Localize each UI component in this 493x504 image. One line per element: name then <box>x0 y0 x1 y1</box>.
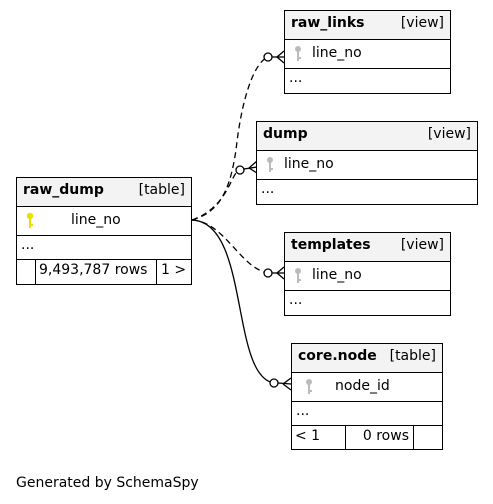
table-name: templates <box>291 237 371 253</box>
table-templates[interactable]: templates [view] line_no ... <box>284 232 451 316</box>
table-header: raw_dump [table] <box>17 178 191 207</box>
crowfoot-raw-links <box>263 50 285 64</box>
crowfoot-dump <box>235 160 258 175</box>
table-raw-links[interactable]: raw_links [view] line_no ... <box>284 10 451 94</box>
table-header: core.node [table] <box>292 344 442 373</box>
foreign-key-icon <box>295 268 301 283</box>
table-name: core.node <box>298 348 377 364</box>
more-columns: ... <box>17 236 191 260</box>
column-name: line_no <box>312 45 362 61</box>
table-kind: [view] <box>400 15 444 31</box>
table-header: templates [view] <box>285 233 450 262</box>
more-columns: ... <box>261 181 275 197</box>
children-link[interactable]: 1 > <box>161 262 187 278</box>
foreign-key-icon <box>267 157 273 172</box>
table-raw-dump[interactable]: raw_dump [table] line_no ... 9,493,787 r… <box>16 177 192 285</box>
table-stats: 9,493,787 rows 1 > <box>17 260 191 284</box>
column-row[interactable]: line_no <box>257 151 477 180</box>
row-count: 0 rows <box>346 426 414 450</box>
table-kind: [table] <box>389 348 436 364</box>
crowfoot-templates <box>263 266 285 280</box>
parents-link[interactable]: < 1 <box>292 426 346 450</box>
more-columns: ... <box>289 70 303 86</box>
table-kind: [view] <box>427 126 471 142</box>
parents-cell <box>17 260 36 284</box>
column-row[interactable]: line_no <box>285 40 450 69</box>
link-raw-dump-to-core-node <box>191 219 275 384</box>
column-name: line_no <box>284 156 334 172</box>
crowfoot-core-node <box>269 377 292 391</box>
table-stats: < 1 0 rows <box>292 426 442 450</box>
children-cell <box>414 426 442 450</box>
link-raw-dump-to-dump <box>191 169 241 221</box>
table-header: raw_links [view] <box>285 11 450 40</box>
table-name: raw_dump <box>23 182 104 198</box>
table-name: raw_links <box>291 15 365 31</box>
table-dump[interactable]: dump [view] line_no ... <box>256 121 478 205</box>
column-name: node_id <box>335 378 390 394</box>
column-row[interactable]: line_no <box>285 262 450 291</box>
table-name: dump <box>263 126 308 142</box>
table-kind: [table] <box>138 182 185 198</box>
column-name: line_no <box>312 267 362 283</box>
column-row[interactable]: line_no <box>17 207 191 236</box>
more-columns: ... <box>289 292 303 308</box>
foreign-key-icon <box>306 379 312 394</box>
table-kind: [view] <box>400 237 444 253</box>
more-columns: ... <box>292 402 442 426</box>
foreign-key-icon <box>295 46 301 61</box>
primary-key-icon <box>26 212 34 228</box>
generator-credit: Generated by SchemaSpy <box>16 475 199 491</box>
table-core-node[interactable]: core.node [table] node_id ... < 1 0 rows <box>291 343 443 450</box>
column-name: line_no <box>71 212 121 228</box>
row-count: 9,493,787 rows <box>36 260 157 284</box>
table-header: dump [view] <box>257 122 477 151</box>
column-row[interactable]: node_id <box>292 373 442 402</box>
